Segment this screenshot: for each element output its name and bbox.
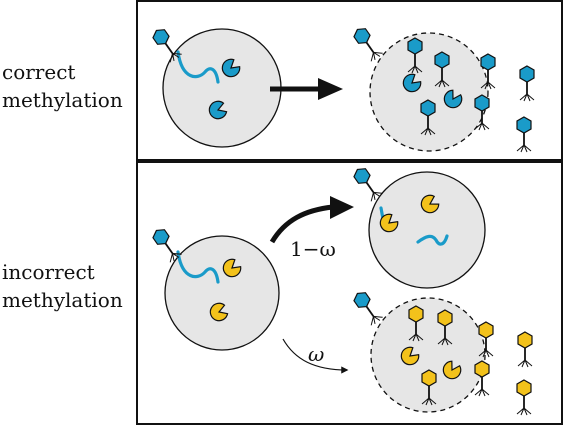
phage-progeny-correct-8 (516, 116, 532, 153)
panel-correct-frame (136, 0, 563, 161)
cell-infected-correct (162, 28, 282, 148)
row-label-incorrect-line2: methylation (2, 288, 123, 312)
row-label-incorrect: incorrect methylation (2, 258, 123, 314)
row-label-correct: correct methylation (2, 58, 123, 114)
cell-surviving-incorrect (368, 171, 486, 289)
label-burst-prob: ω (308, 342, 324, 366)
row-label-incorrect-line1: incorrect (2, 260, 95, 284)
arrow-survive-head (330, 196, 354, 219)
phage-attached-surviving (350, 164, 385, 204)
arrow-survive (269, 204, 334, 244)
dna-strand-incorrect (176, 250, 220, 284)
panel-incorrect-frame (136, 161, 563, 425)
cell-infected-incorrect (164, 235, 280, 351)
arrow-burst (282, 338, 349, 374)
phage-progeny-incorrect-7 (516, 379, 532, 416)
row-label-correct-line1: correct (2, 60, 76, 84)
dna-fragment-2 (416, 234, 449, 246)
label-survive-prob: 1−ω (290, 237, 336, 261)
phage-progeny-incorrect-6 (517, 331, 533, 368)
phage-progeny-correct-7 (519, 65, 535, 102)
cell-lysed-incorrect (370, 297, 486, 413)
phage-attached-lysed (350, 288, 385, 328)
phage-progeny-correct-1 (350, 24, 385, 64)
cell-lysed-correct (369, 32, 489, 152)
dna-strand-correct (176, 50, 220, 84)
row-label-correct-line2: methylation (2, 88, 123, 112)
arrow-correct-lysis-head (318, 78, 343, 100)
